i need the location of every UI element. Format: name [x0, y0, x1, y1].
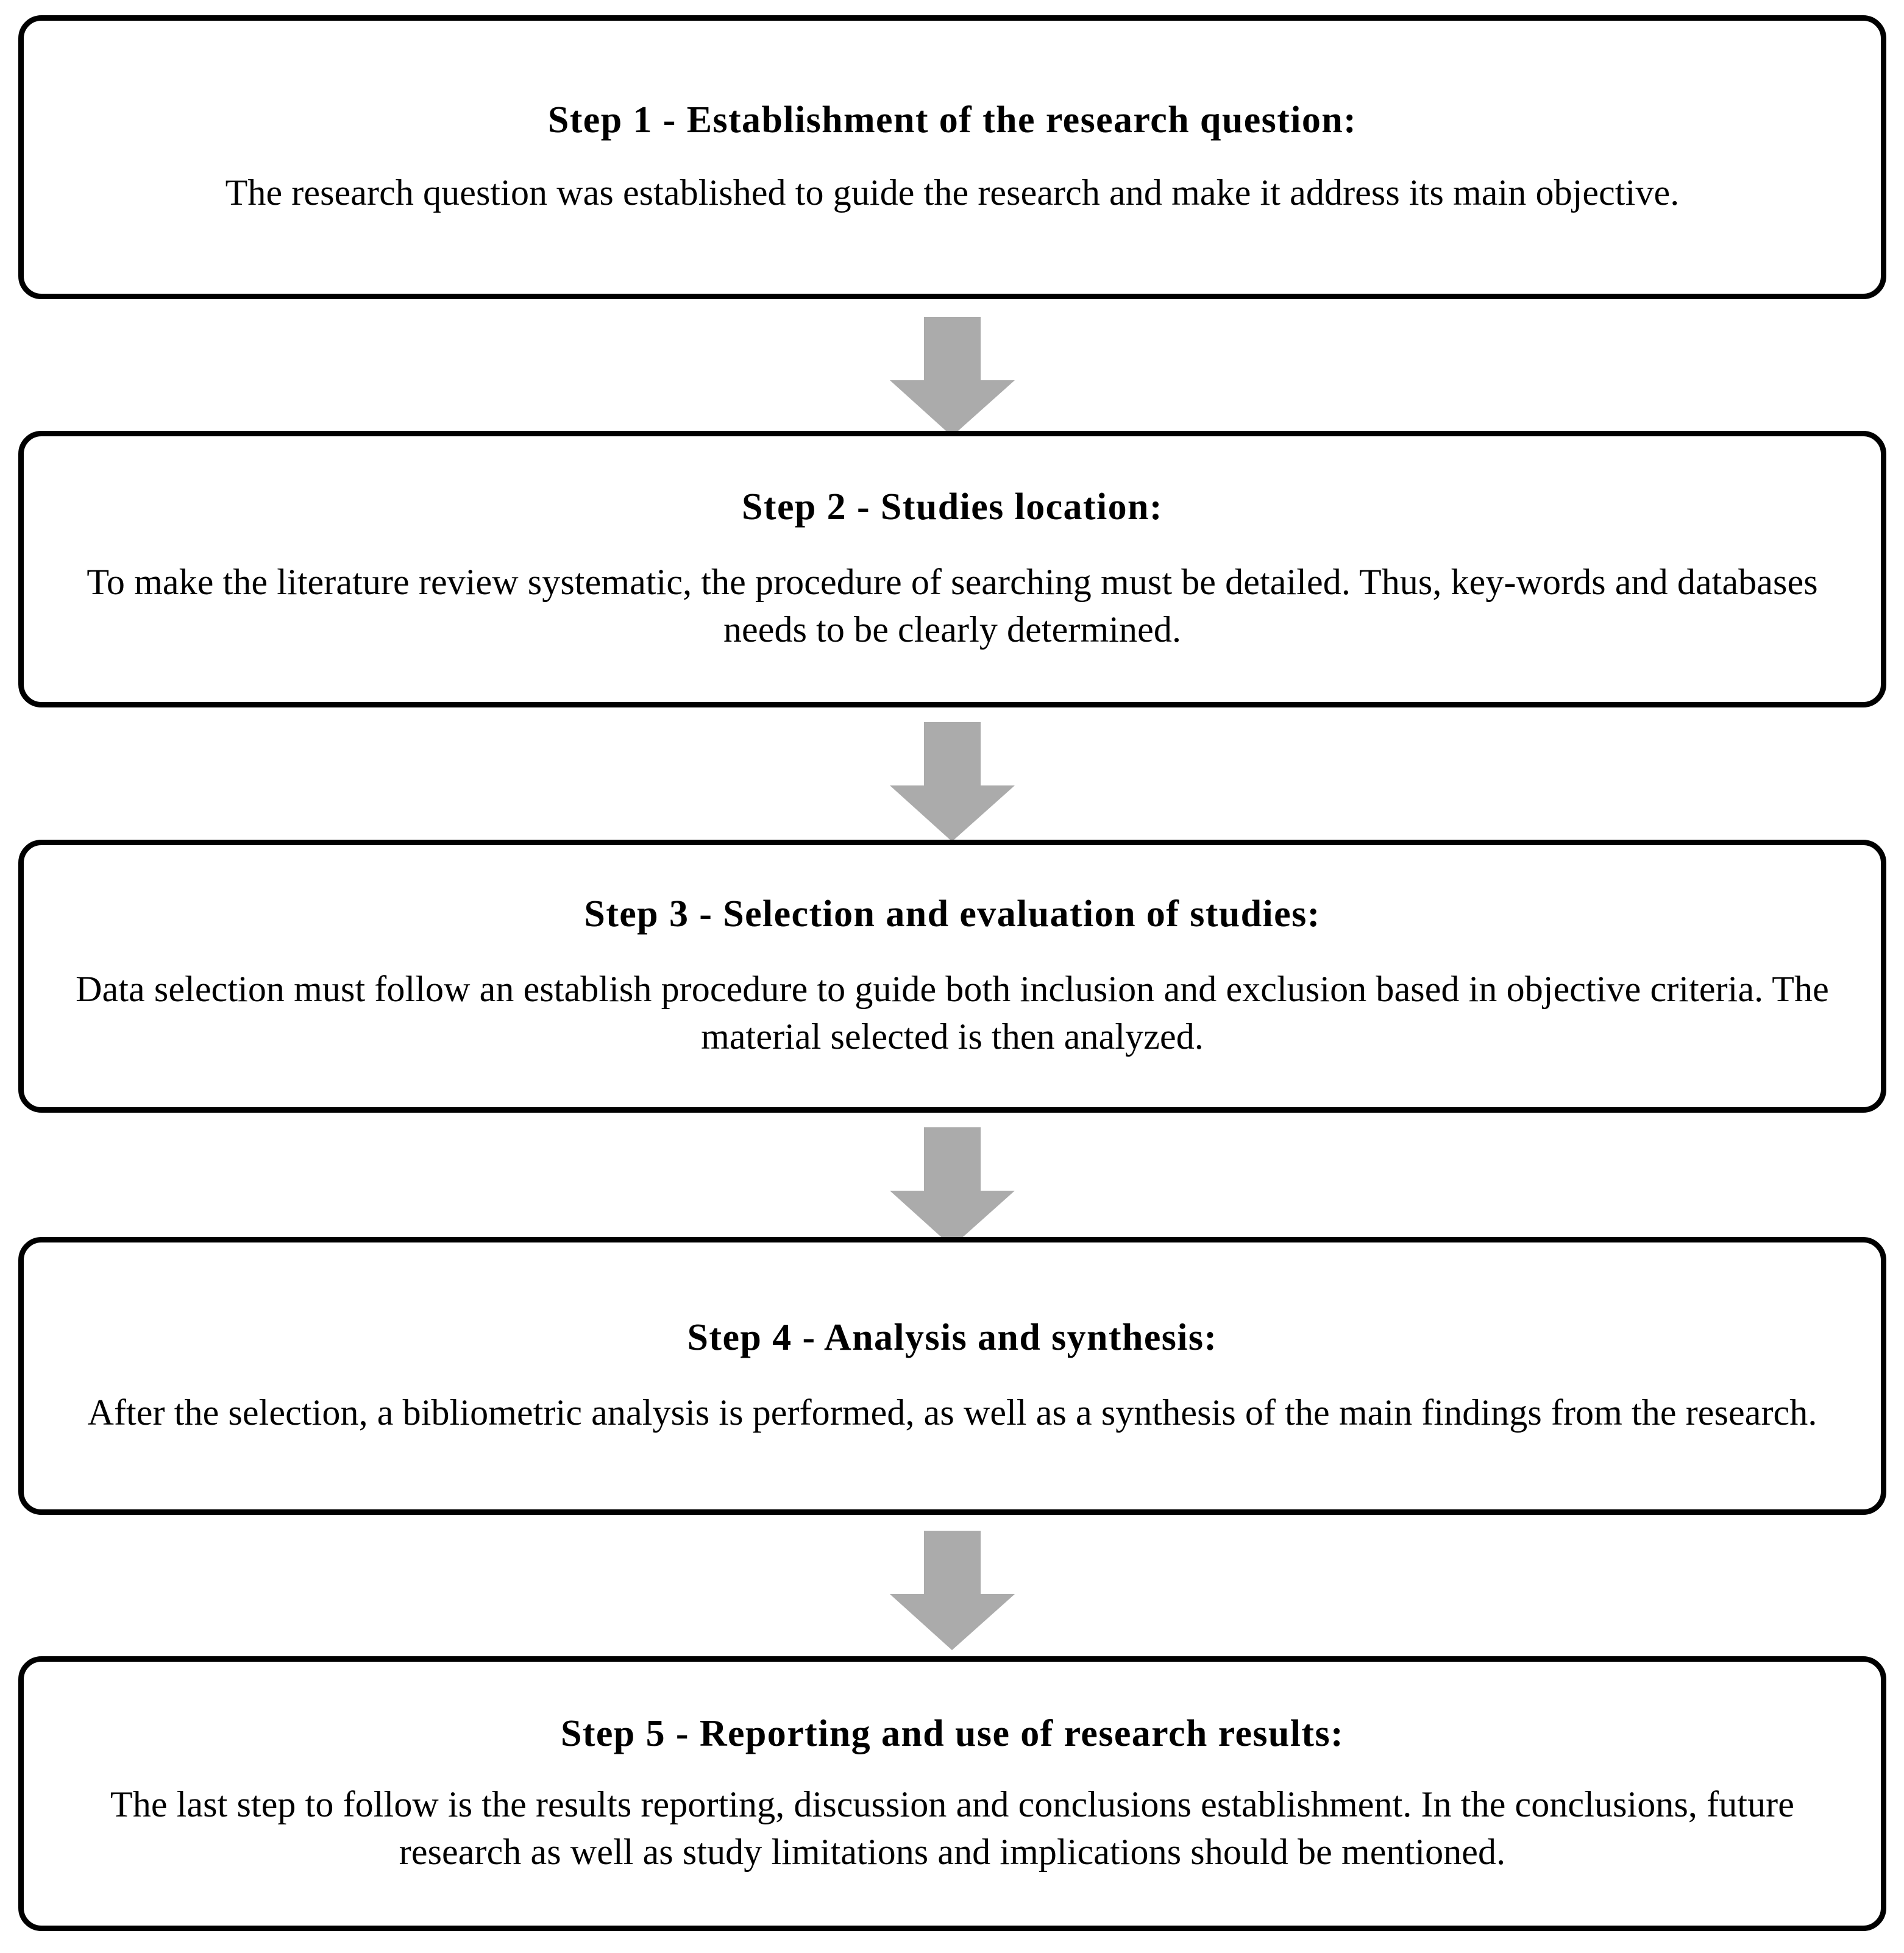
- step-box-4: Step 4 - Analysis and synthesis: After t…: [18, 1237, 1886, 1515]
- arrow-down-icon-step-2-to-3: [890, 722, 1015, 842]
- step-box-2: Step 2 - Studies location: To make the l…: [18, 431, 1886, 707]
- arrow-down-icon-step-4-to-5: [890, 1531, 1015, 1650]
- step-1-title: Step 1 - Establishment of the research q…: [547, 99, 1357, 141]
- step-3-title: Step 3 - Selection and evaluation of stu…: [584, 893, 1321, 935]
- step-5-title: Step 5 - Reporting and use of research r…: [560, 1712, 1345, 1754]
- step-1-body: The research question was established to…: [225, 172, 1680, 213]
- step-4-body: After the selection, a bibliometric anal…: [87, 1392, 1817, 1433]
- step-4-title: Step 4 - Analysis and synthesis:: [687, 1317, 1218, 1359]
- arrow-down-icon-step-3-to-4: [890, 1127, 1015, 1247]
- step-2-body: To make the literature review systematic…: [87, 561, 1818, 650]
- step-box-5: Step 5 - Reporting and use of research r…: [18, 1656, 1886, 1931]
- step-box-3: Step 3 - Selection and evaluation of stu…: [18, 840, 1886, 1113]
- step-box-1: Step 1 - Establishment of the research q…: [18, 15, 1886, 299]
- step-2-title: Step 2 - Studies location:: [742, 486, 1163, 528]
- step-3-body: Data selection must follow an establish …: [76, 968, 1829, 1057]
- step-5-body: The last step to follow is the results r…: [110, 1784, 1794, 1873]
- arrow-down-icon-step-1-to-2: [890, 317, 1015, 436]
